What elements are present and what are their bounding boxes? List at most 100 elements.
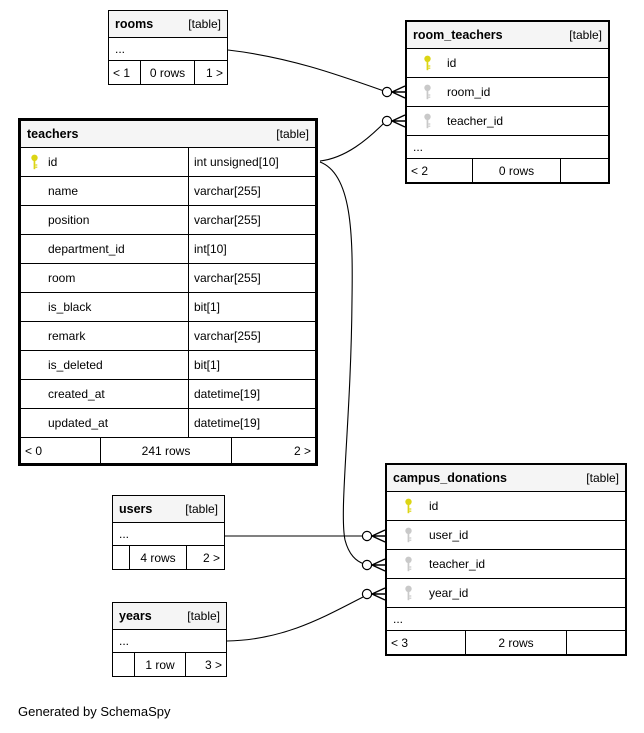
foreign-key-icon <box>407 84 447 100</box>
column-name: is_black <box>48 300 92 314</box>
column-row-updated-at: updated_at datetime[19] <box>21 409 315 438</box>
footer-degree-out: 3 > <box>204 657 222 672</box>
column-row-position: position varchar[255] <box>21 206 315 235</box>
column-row-user-id: user_id <box>387 521 625 550</box>
column-row-room-id: room_id <box>407 78 608 107</box>
table-header-campus-donations[interactable]: campus_donations [table] <box>387 465 625 492</box>
table-years[interactable]: years [table] ... 1 row 3 > <box>112 602 227 677</box>
table-teachers[interactable]: teachers [table] id int unsigned[10] nam… <box>18 118 318 466</box>
ellipsis-row: ... <box>407 136 608 159</box>
footer-row-count: 0 rows <box>473 159 561 182</box>
column-row-teacher-id: teacher_id <box>387 550 625 579</box>
table-rooms[interactable]: rooms [table] ... < 1 0 rows 1 > <box>108 10 228 85</box>
column-type: int unsigned[10] <box>188 148 315 176</box>
column-type: varchar[255] <box>188 322 315 350</box>
crowfoot-room-id <box>391 85 406 99</box>
column-name: remark <box>48 329 86 343</box>
table-footer: 4 rows 2 > <box>113 546 224 569</box>
footer-degree-in: < 0 <box>21 438 101 463</box>
column-name: name <box>48 184 79 198</box>
column-name: teacher_id <box>429 557 486 571</box>
column-type: bit[1] <box>188 351 315 379</box>
column-type: bit[1] <box>188 293 315 321</box>
foreign-key-icon <box>387 556 429 572</box>
table-tag: [table] <box>188 17 221 31</box>
footer-row-count: 1 row <box>135 653 186 676</box>
edge-teachers-to-room-teachers <box>319 122 385 162</box>
table-tag: [table] <box>185 502 218 516</box>
crowfoot-user-id <box>371 529 386 543</box>
column-row-year-id: year_id <box>387 579 625 608</box>
table-name: room_teachers <box>413 28 503 42</box>
footer-row-count: 0 rows <box>141 61 195 84</box>
column-type: varchar[255] <box>188 206 315 234</box>
column-type: varchar[255] <box>188 177 315 205</box>
odot-user-id <box>361 530 373 542</box>
table-name: users <box>119 502 153 516</box>
footer-degree-out <box>567 631 625 654</box>
footer-degree-in <box>113 653 135 676</box>
column-row-id: id int unsigned[10] <box>21 148 315 177</box>
table-name: rooms <box>115 17 154 31</box>
column-name: id <box>48 155 58 169</box>
table-tag: [table] <box>569 28 602 42</box>
primary-key-icon <box>407 55 447 71</box>
crowfoot-year-id <box>371 587 386 601</box>
footer-row-count: 4 rows <box>130 546 187 569</box>
foreign-key-icon <box>387 585 429 601</box>
ellipsis-row: ... <box>113 630 226 653</box>
column-row-remark: remark varchar[255] <box>21 322 315 351</box>
table-users[interactable]: users [table] ... 4 rows 2 > <box>112 495 225 570</box>
footer-degree-in: < 2 <box>407 159 473 182</box>
footer-degree-in: < 1 <box>109 61 141 84</box>
table-footer: 1 row 3 > <box>113 653 226 676</box>
ellipsis-row: ... <box>387 608 625 631</box>
column-type: varchar[255] <box>188 264 315 292</box>
column-row-id: id <box>387 492 625 521</box>
column-name: teacher_id <box>447 114 504 128</box>
column-row-name: name varchar[255] <box>21 177 315 206</box>
table-header-teachers[interactable]: teachers [table] <box>21 121 315 148</box>
crowfoot-rt-teacher-id <box>391 114 406 128</box>
column-row-id: id <box>407 49 608 78</box>
table-header-rooms[interactable]: rooms [table] <box>109 11 227 38</box>
column-name: room <box>48 271 76 285</box>
odot-rt-teacher-id <box>381 115 393 127</box>
table-footer: < 2 0 rows <box>407 159 608 182</box>
generated-by-note: Generated by SchemaSpy <box>18 704 171 719</box>
column-name: year_id <box>429 586 469 600</box>
table-header-users[interactable]: users [table] <box>113 496 224 523</box>
column-row-is-deleted: is_deleted bit[1] <box>21 351 315 380</box>
column-type: datetime[19] <box>188 409 315 437</box>
table-name: years <box>119 609 152 623</box>
footer-degree-out <box>561 159 608 182</box>
odot-year-id <box>361 588 373 600</box>
table-campus-donations[interactable]: campus_donations [table] id user_id teac… <box>385 463 627 656</box>
column-row-created-at: created_at datetime[19] <box>21 380 315 409</box>
column-row-department-id: department_id int[10] <box>21 235 315 264</box>
table-footer: < 0 241 rows 2 > <box>21 438 315 463</box>
table-header-years[interactable]: years [table] <box>113 603 226 630</box>
table-footer: < 1 0 rows 1 > <box>109 61 227 84</box>
column-row-is-black: is_black bit[1] <box>21 293 315 322</box>
column-name: created_at <box>48 387 105 401</box>
column-name: position <box>48 213 90 227</box>
footer-degree-out: 1 > <box>205 65 223 80</box>
table-tag: [table] <box>586 471 619 485</box>
table-footer: < 3 2 rows <box>387 631 625 654</box>
footer-degree-in <box>113 546 130 569</box>
column-name: is_deleted <box>48 358 103 372</box>
ellipsis-row: ... <box>113 523 224 546</box>
footer-row-count: 241 rows <box>101 438 232 463</box>
column-name: user_id <box>429 528 469 542</box>
footer-row-count: 2 rows <box>466 631 567 654</box>
column-row-room: room varchar[255] <box>21 264 315 293</box>
column-type: int[10] <box>188 235 315 263</box>
table-room-teachers[interactable]: room_teachers [table] id room_id teacher… <box>405 20 610 184</box>
table-header-room-teachers[interactable]: room_teachers [table] <box>407 22 608 49</box>
ellipsis-row: ... <box>109 38 227 61</box>
odot-cd-teacher-id <box>361 559 373 571</box>
footer-degree-in: < 3 <box>387 631 466 654</box>
table-tag: [table] <box>187 609 220 623</box>
